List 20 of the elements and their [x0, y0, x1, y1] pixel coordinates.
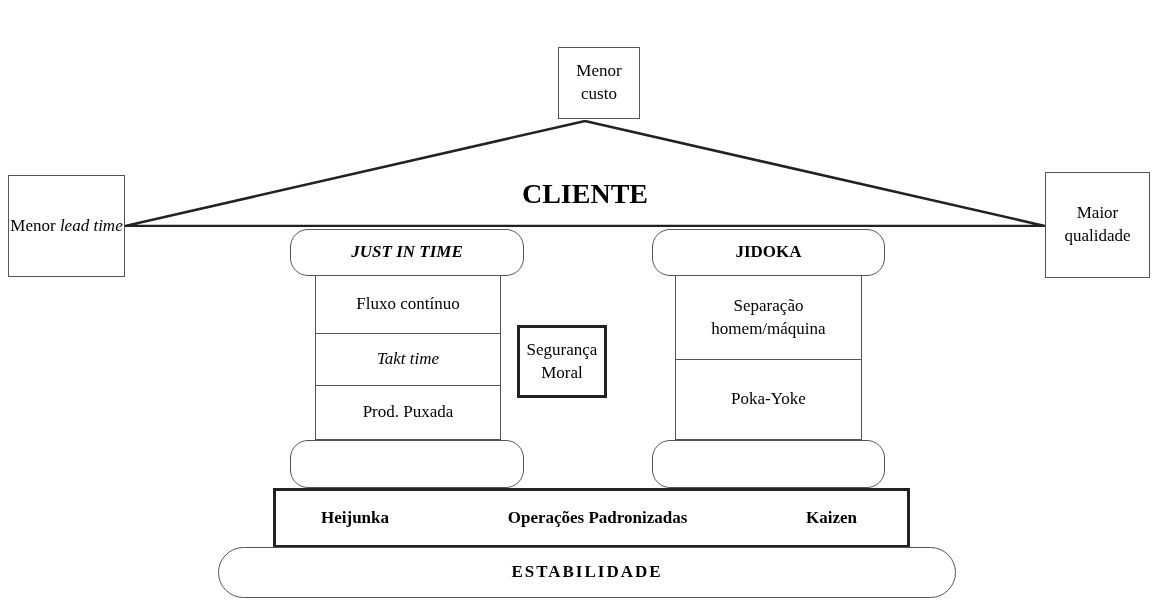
foundation-label: Heijunka [321, 506, 390, 529]
center-box: Segurança Moral [517, 325, 607, 398]
stability-base: ESTABILIDADE [218, 547, 956, 598]
pillar-capital: JIDOKA [652, 229, 885, 276]
quality-box: Maior qualidade [1045, 172, 1150, 278]
foundation-bar [273, 488, 910, 548]
cost-box: Menor custo [558, 47, 640, 119]
pillar-capital: JUST IN TIME [290, 229, 524, 276]
pillar-base [652, 440, 885, 488]
foundation-label: Operações Padronizadas [507, 506, 688, 529]
pillar-row: Takt time [315, 334, 501, 386]
pillar-row: Poka-Yoke [675, 360, 862, 440]
lead-time-box: Menor lead time [8, 175, 125, 277]
roof-triangle [125, 120, 1045, 227]
pillar-base [290, 440, 524, 488]
pillar-row: Separação homem/máquina [675, 276, 862, 360]
pillar-row: Prod. Puxada [315, 386, 501, 440]
pillar-row: Fluxo contínuo [315, 276, 501, 334]
roof-label: CLIENTE [521, 176, 648, 211]
foundation-label: Kaizen [806, 506, 857, 529]
